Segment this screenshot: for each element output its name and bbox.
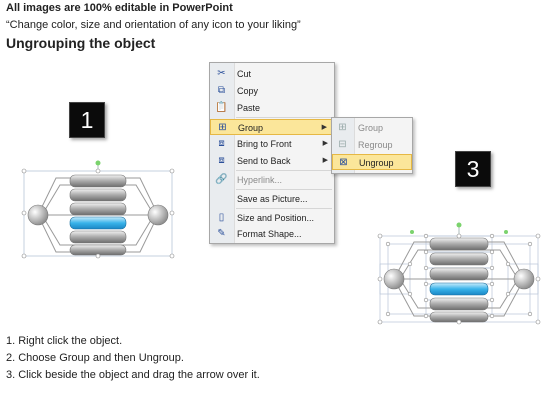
instruction-step-2: 2. Choose Group and then Ungroup. (6, 352, 184, 364)
group-submenu: ⊞ Group ⊟ Regroup ⊠ Ungroup (331, 117, 413, 174)
step-badge-1: 1 (69, 102, 105, 138)
submenu-arrow-icon: ▶ (322, 140, 328, 147)
group-icon: ⊞ (338, 122, 347, 133)
section-heading: Ungrouping the object (6, 35, 156, 51)
rotate-handle (95, 160, 101, 166)
page-subtitle: “Change color, size and orientation of a… (6, 19, 301, 31)
instruction-step-1: 1. Right click the object. (6, 335, 123, 347)
submenu-item-group[interactable]: ⊞ Group (332, 120, 412, 136)
menu-item-format-shape[interactable]: ✎ Format Shape... (210, 226, 334, 242)
paste-icon: 📋 (215, 102, 228, 113)
menu-item-paste[interactable]: 📋 Paste (215, 102, 261, 113)
instruction-list: 1. Right click the object. 2. Choose Gro… (6, 333, 260, 384)
menu-item-size-and-position[interactable]: ▯ Size and Position... (210, 210, 334, 226)
grouped-object[interactable] (20, 158, 176, 260)
submenu-item-ungroup[interactable]: ⊠ Ungroup (332, 154, 412, 170)
step-badge-3: 3 (455, 151, 491, 187)
menu-item-bring-to-front[interactable]: ⧈ Bring to Front ▶ (210, 136, 334, 152)
group-icon: ⊞ (218, 122, 227, 133)
submenu-arrow-icon: ▶ (322, 157, 328, 164)
regroup-icon: ⊟ (338, 139, 347, 150)
size-position-icon: ▯ (218, 212, 225, 223)
ungrouped-object[interactable] (376, 222, 542, 328)
submenu-item-regroup[interactable]: ⊟ Regroup (332, 137, 412, 153)
send-to-back-icon: ⧈ (218, 155, 225, 166)
menu-item-save-as-picture[interactable]: Save as Picture... (237, 194, 308, 204)
menu-item-hyperlink[interactable]: 🔗 Hyperlink... (215, 174, 283, 185)
copy-icon: ⧉ (217, 85, 226, 96)
format-shape-icon: ✎ (217, 228, 226, 239)
menu-item-send-to-back[interactable]: ⧈ Send to Back ▶ (210, 153, 334, 169)
hyperlink-icon: 🔗 (215, 174, 228, 185)
menu-item-copy[interactable]: ⧉ Copy (210, 83, 334, 99)
submenu-arrow-icon: ▶ (321, 124, 327, 131)
bring-to-front-icon: ⧈ (218, 138, 225, 149)
instruction-step-3: 3. Click beside the object and drag the … (6, 369, 260, 381)
scissors-icon: ✂ (217, 68, 226, 79)
page-title: All images are 100% editable in PowerPoi… (6, 2, 233, 14)
context-menu: ✂ Cut ⧉ Copy 📋 Paste ⊞ Group ▶ ⧈ Bring t… (209, 62, 335, 244)
menu-item-cut[interactable]: ✂ Cut (210, 66, 334, 82)
ungroup-icon: ⊠ (339, 157, 348, 168)
menu-item-group[interactable]: ⊞ Group ▶ (210, 119, 334, 135)
